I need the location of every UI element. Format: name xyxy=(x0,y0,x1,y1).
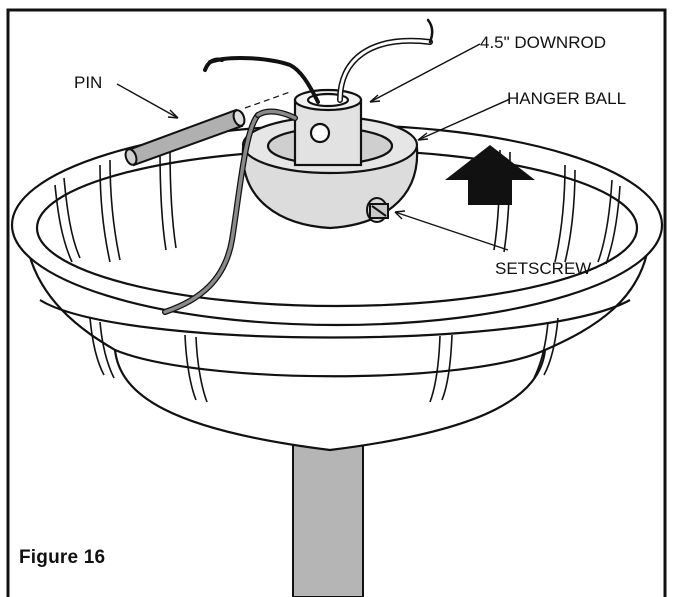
label-setscrew: SETSCREW xyxy=(495,259,591,278)
setscrew xyxy=(367,198,388,222)
label-pin: PIN xyxy=(74,73,102,92)
label-downrod: 4.5" DOWNROD xyxy=(480,33,606,52)
label-hanger-ball: HANGER BALL xyxy=(507,89,626,108)
downrod-top xyxy=(295,90,361,165)
pin-hole xyxy=(311,124,329,142)
figure-caption: Figure 16 xyxy=(19,547,105,569)
